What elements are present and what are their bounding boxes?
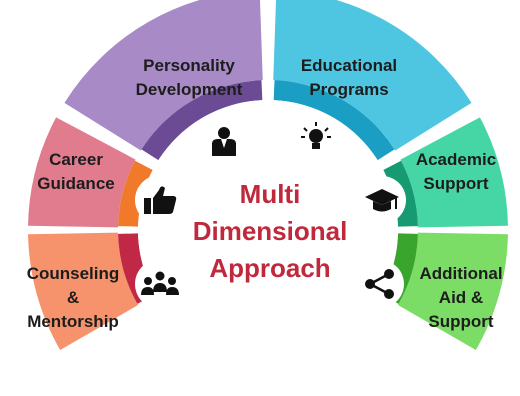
label-additional-aid-support: Additional Aid & Support — [406, 262, 516, 334]
label-line: Personality — [143, 56, 235, 75]
label-line: Career — [49, 150, 103, 169]
label-line: Aid & — [438, 288, 484, 307]
lightbulb-icon — [294, 116, 338, 160]
label-line: Additional — [419, 264, 503, 283]
segment-additional — [397, 232, 508, 350]
center-disc — [138, 100, 398, 360]
segment-educational — [273, 0, 472, 151]
graduation-cap-icon — [358, 176, 406, 224]
segment-career — [28, 117, 136, 228]
segment-inner-educational — [273, 80, 395, 161]
label-academic-support: Academic Support — [398, 148, 514, 196]
share-icon — [356, 260, 404, 308]
segment-academic — [400, 117, 508, 228]
label-line: Programs — [309, 80, 389, 99]
segment-inner-career — [118, 160, 153, 227]
label-line: Guidance — [37, 174, 115, 193]
center-title-line-3: Approach — [209, 253, 331, 283]
center-title: Multi Dimensional Approach — [160, 176, 380, 287]
label-counseling-mentorship: Counseling & Mentorship — [8, 262, 138, 334]
label-line: Educational — [300, 56, 398, 75]
thumbs-up-icon — [135, 175, 185, 225]
segment-counseling — [28, 232, 139, 350]
label-line: Development — [135, 80, 243, 99]
label-personality-development: Personality Development — [124, 54, 254, 102]
label-line: Support — [428, 312, 494, 331]
label-line: & — [66, 288, 80, 307]
label-educational-programs: Educational Programs — [284, 54, 414, 102]
segment-personality — [64, 0, 263, 151]
center-title-line-2: Dimensional — [192, 216, 348, 246]
label-line: Academic — [415, 150, 497, 169]
label-line: Counseling — [26, 264, 120, 283]
segment-inner-personality — [141, 80, 263, 161]
person-icon — [200, 118, 248, 166]
center-title-line-1: Multi — [239, 179, 301, 209]
label-line: Mentorship — [27, 312, 119, 331]
label-line: Support — [423, 174, 489, 193]
group-icon — [135, 259, 185, 309]
label-career-guidance: Career Guidance — [18, 148, 134, 196]
